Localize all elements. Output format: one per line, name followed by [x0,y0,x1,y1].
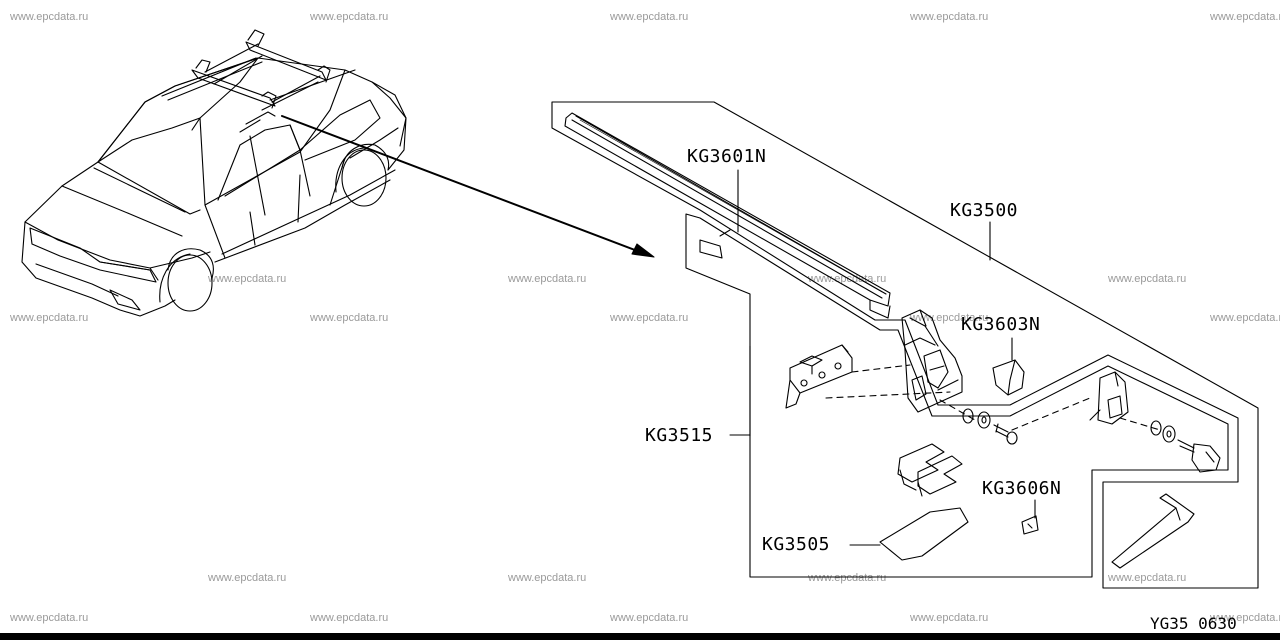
small-label [1021,515,1039,535]
bolt-set-center [962,408,1018,445]
callout-kg3601n[interactable]: KG3601N [687,146,767,167]
watermark: www.epcdata.ru [208,572,287,584]
end-cap [992,359,1025,396]
watermark: www.epcdata.ru [1210,312,1280,324]
watermark: www.epcdata.ru [1108,572,1187,584]
mount-bracket [785,344,853,409]
callout-kg3515[interactable]: KG3515 [645,425,714,446]
watermark: www.epcdata.ru [610,312,689,324]
small-label-mark [1027,523,1033,529]
callout-kg3505[interactable]: KG3505 [762,534,831,555]
clip-pad [897,443,963,497]
watermark: www.epcdata.ru [910,11,989,23]
watermark: www.epcdata.ru [808,572,887,584]
callout-kg3606n[interactable]: KG3606N [982,478,1062,499]
watermark: www.epcdata.ru [910,312,989,324]
drawing-code: YG35 0630 [1150,614,1237,633]
watermark: www.epcdata.ru [10,11,89,23]
bolt-set-right [1150,420,1221,473]
side-rail [564,112,891,319]
hex-wrench [1111,493,1195,569]
watermark: www.epcdata.ru [508,273,587,285]
watermark: www.epcdata.ru [310,11,389,23]
bottom-border [0,633,1280,640]
dashed-guide [1011,397,1091,431]
direction-arrow [281,115,655,258]
dashed-guide [851,364,911,373]
rubber-pad [879,507,969,561]
rack-foot [901,309,963,413]
watermark: www.epcdata.ru [610,11,689,23]
callout-kg3500[interactable]: KG3500 [950,200,1019,221]
watermark: www.epcdata.ru [310,612,389,624]
dashed-guide [1119,417,1161,431]
watermark: www.epcdata.ru [10,312,89,324]
kit-outline [551,101,1259,589]
dashed-guide [825,391,951,399]
watermark: www.epcdata.ru [1210,11,1280,23]
watermark: www.epcdata.ru [10,612,89,624]
watermark: www.epcdata.ru [1108,273,1187,285]
watermark: www.epcdata.ru [310,312,389,324]
clamp-bracket [1089,371,1129,425]
watermark: www.epcdata.ru [1210,612,1280,624]
dashed-guide [939,399,976,421]
sub-assembly-outline [685,213,1229,578]
car-illustration [21,29,407,317]
callout-kg3603n[interactable]: KG3603N [961,314,1041,335]
watermark: www.epcdata.ru [610,612,689,624]
watermark: www.epcdata.ru [508,572,587,584]
watermark: www.epcdata.ru [208,273,287,285]
watermark: www.epcdata.ru [910,612,989,624]
